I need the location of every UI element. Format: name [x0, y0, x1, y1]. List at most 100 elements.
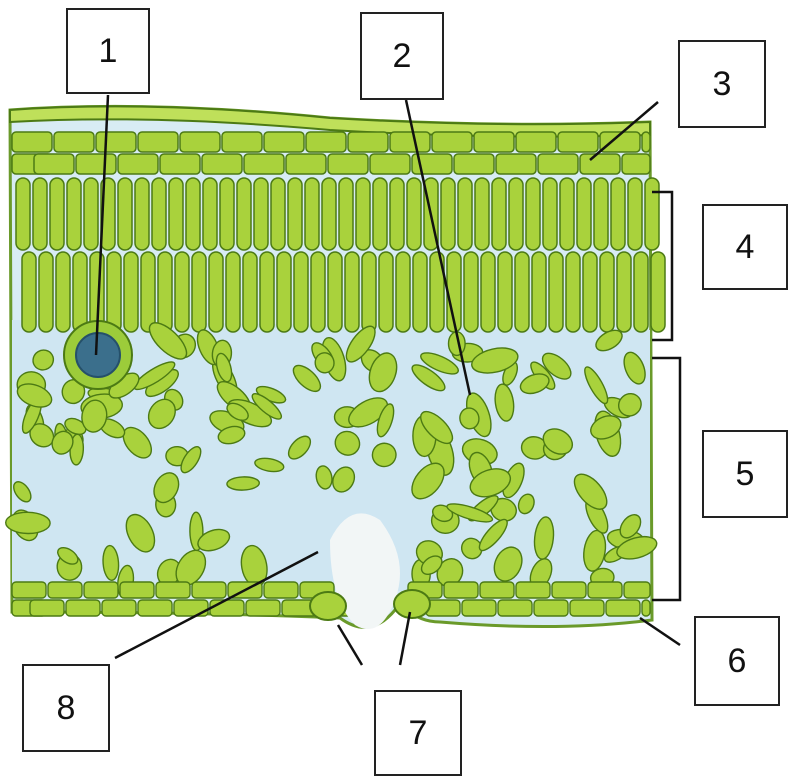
epidermis-cell [76, 154, 116, 174]
palisade-cell [271, 178, 285, 250]
palisade-cell [294, 252, 308, 332]
epidermis-cell [462, 600, 496, 616]
epidermis-cell [210, 600, 244, 616]
palisade-cell [73, 252, 87, 332]
epidermis-cell [444, 582, 478, 598]
palisade-cell [192, 252, 206, 332]
palisade-cell [322, 178, 336, 250]
epidermis-cell [642, 132, 650, 152]
label-box-4: 4 [702, 204, 788, 290]
palisade-cell [651, 252, 665, 332]
palisade-cell [209, 252, 223, 332]
epidermis-cell [622, 154, 650, 174]
palisade-cell [594, 178, 608, 250]
palisade-cell [379, 252, 393, 332]
epidermis-cell [496, 154, 536, 174]
palisade-cell [124, 252, 138, 332]
epidermis-cell [306, 132, 346, 152]
epidermis-cell [570, 600, 604, 616]
leader-6 [640, 618, 680, 645]
palisade-cell [135, 178, 149, 250]
epidermis-cell [328, 154, 368, 174]
palisade-cell [152, 178, 166, 250]
epidermis-cell [84, 582, 118, 598]
guard-cell-right [394, 590, 430, 618]
vascular-bundle-core [76, 333, 120, 377]
leader-7b [400, 612, 410, 665]
palisade-cell [277, 252, 291, 332]
palisade-cell [492, 178, 506, 250]
guard-cell-left [310, 592, 346, 620]
palisade-cell [543, 178, 557, 250]
palisade-cell [67, 178, 81, 250]
epidermis-cell [12, 132, 52, 152]
palisade-cell [413, 252, 427, 332]
epidermis-cell [498, 600, 532, 616]
palisade-cell [390, 178, 404, 250]
spongy-cell [6, 512, 51, 534]
palisade-cell [169, 178, 183, 250]
epidermis-cell [370, 154, 410, 174]
palisade-cell [328, 252, 342, 332]
palisade-cell [532, 252, 546, 332]
palisade-cell [645, 178, 659, 250]
epidermis-cell [244, 154, 284, 174]
palisade-cell [634, 252, 648, 332]
epidermis-cell [390, 132, 430, 152]
epidermis-cell [30, 600, 64, 616]
palisade-cell [515, 252, 529, 332]
palisade-cell [356, 178, 370, 250]
palisade-cell [39, 252, 53, 332]
palisade-cell [118, 178, 132, 250]
epidermis-cell [120, 582, 154, 598]
label-box-3: 3 [678, 40, 766, 128]
palisade-cell [566, 252, 580, 332]
palisade-cell [464, 252, 478, 332]
spongy-cell [227, 476, 260, 490]
palisade-cell [345, 252, 359, 332]
epidermis-cell [624, 582, 650, 598]
palisade-cell [560, 178, 574, 250]
palisade-cell [158, 252, 172, 332]
palisade-cell [475, 178, 489, 250]
label-box-1: 1 [66, 8, 150, 94]
epidermis-cell [118, 154, 158, 174]
palisade-cell [577, 178, 591, 250]
epidermis-cell [246, 600, 280, 616]
epidermis-cell [138, 132, 178, 152]
epidermis-cell [426, 600, 460, 616]
palisade-cell [288, 178, 302, 250]
epidermis-cell [264, 582, 298, 598]
palisade-cell [186, 178, 200, 250]
epidermis-cell [48, 582, 82, 598]
palisade-cell [260, 252, 274, 332]
palisade-cell [458, 178, 472, 250]
epidermis-cell [642, 600, 650, 616]
label-box-6: 6 [694, 616, 780, 706]
epidermis-cell [516, 132, 556, 152]
epidermis-cell [222, 132, 262, 152]
palisade-cell [362, 252, 376, 332]
palisade-cell [22, 252, 36, 332]
palisade-layer [16, 178, 665, 332]
epidermis-cell [348, 132, 388, 152]
palisade-cell [373, 178, 387, 250]
palisade-cell [220, 178, 234, 250]
epidermis-cell [454, 154, 494, 174]
palisade-cell [498, 252, 512, 332]
palisade-cell [583, 252, 597, 332]
label-box-5: 5 [702, 430, 788, 518]
epidermis-cell [96, 132, 136, 152]
palisade-cell [226, 252, 240, 332]
label-box-7: 7 [374, 690, 462, 776]
palisade-cell [600, 252, 614, 332]
epidermis-cell [156, 582, 190, 598]
palisade-cell [16, 178, 30, 250]
label-box-8: 8 [22, 664, 110, 752]
palisade-cell [339, 178, 353, 250]
epidermis-cell [202, 154, 242, 174]
epidermis-cell [34, 154, 74, 174]
epidermis-cell [534, 600, 568, 616]
epidermis-cell [180, 132, 220, 152]
